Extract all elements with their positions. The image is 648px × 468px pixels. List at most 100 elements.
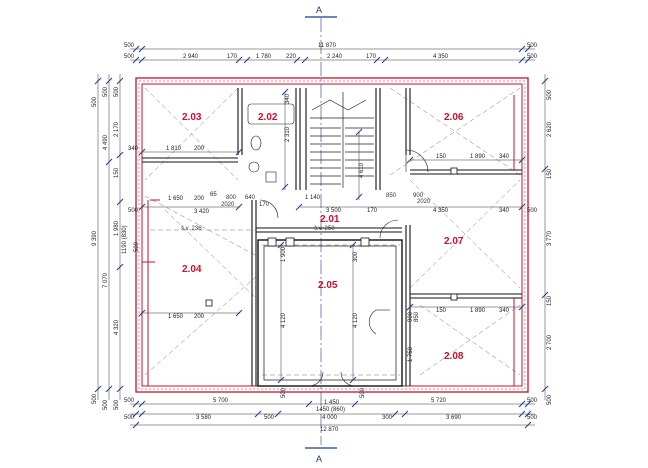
dim-in-1890a: 1 890 <box>470 154 486 160</box>
dimension-lines <box>97 48 546 426</box>
partitions-red <box>142 95 515 386</box>
dim-left2-a: 500 <box>103 86 109 97</box>
roof-outline <box>144 87 521 376</box>
bathroom-fixtures <box>247 103 295 183</box>
dim-in-1140: 1 140 <box>305 195 321 201</box>
note-850: 850 <box>386 193 397 199</box>
room-notes: š.v. 236 š.v. 250 2020 2020 800 640 850 … <box>181 193 431 232</box>
room-label-207: 2.07 <box>444 236 464 247</box>
dim-left3-e: 4 320 <box>114 319 120 335</box>
dim-bot3-total: 12 870 <box>320 427 339 433</box>
dim-in-4120b: 4 120 <box>353 312 359 328</box>
dim-top2-b: 2 940 <box>183 54 199 60</box>
room-label-204: 2.04 <box>182 264 202 275</box>
dim-in-340v: 340 <box>285 93 291 104</box>
note-800: 800 <box>226 195 237 201</box>
dim-top2-a: 500 <box>124 54 135 60</box>
dimensions-right: 500 2 620 150 3 770 150 2 700 500 <box>547 89 553 405</box>
dim-top1-a: 500 <box>124 43 135 49</box>
note-sv-236: š.v. 236 <box>181 226 202 232</box>
dim-in-500d: 500 <box>360 387 366 398</box>
dim-in-150b: 150 <box>436 308 447 314</box>
dim-in-170a: 170 <box>259 202 270 208</box>
dim-in-200a: 200 <box>194 146 205 152</box>
dim-bot2-e: 300 <box>382 415 393 421</box>
dim-top2-d: 1 780 <box>256 54 272 60</box>
dim-bot1-c2: 1450 (860) <box>316 407 345 413</box>
dim-in-340c: 340 <box>499 154 510 160</box>
dim-top1-total: 11 870 <box>318 43 337 49</box>
dim-right-c: 150 <box>547 168 553 179</box>
dim-left3-d2: 1190 (830) <box>122 225 128 254</box>
section-marker-bottom: A <box>316 454 322 464</box>
dim-in-1650a: 1 650 <box>168 196 184 202</box>
dim-bot1-d: 5 720 <box>431 398 447 404</box>
room-label-201: 2.01 <box>320 214 340 225</box>
dim-top2-h: 4 350 <box>433 54 449 60</box>
note-640: 640 <box>245 195 256 201</box>
dim-top1-b: 500 <box>527 43 538 49</box>
dim-bot2-b: 3 580 <box>196 415 212 421</box>
note-2020-b: 2020 <box>417 199 431 205</box>
dim-bot2-c: 500 <box>264 415 275 421</box>
dim-in-4120a: 4 120 <box>281 312 287 328</box>
dim-bot2-f: 3 690 <box>446 415 462 421</box>
columns <box>205 167 458 307</box>
dim-left3-d: 1 980 <box>114 220 120 236</box>
dim-right-g: 500 <box>547 394 553 405</box>
dim-in-900: 900 <box>408 311 414 322</box>
dim-in-200c: 200 <box>194 196 205 202</box>
dim-in-500a: 500 <box>128 208 139 214</box>
dim-in-340a: 340 <box>128 146 139 152</box>
dim-top2-e: 220 <box>286 54 297 60</box>
dim-in-1890b: 1 890 <box>470 308 486 314</box>
dimensions-top: 500 11 870 500 500 2 940 170 1 780 220 2… <box>124 43 538 60</box>
dim-left1-c: 500 <box>92 393 98 404</box>
dimensions-left: 500 9 390 500 500 4 490 7 070 500 500 2 … <box>92 86 128 410</box>
dim-in-500v: 500 <box>134 241 140 252</box>
note-sv-250: š.v. 250 <box>314 226 335 232</box>
dim-right-e: 150 <box>547 295 553 306</box>
dim-left3-f: 500 <box>114 399 120 410</box>
room-label-205: 2.05 <box>318 280 338 291</box>
dim-left2-b: 4 490 <box>103 134 109 150</box>
dim-in-2310: 2 310 <box>285 126 291 142</box>
note-2020-a: 2020 <box>221 202 235 208</box>
dim-left1-a: 500 <box>92 96 98 107</box>
dim-left1-b: 9 390 <box>92 230 98 246</box>
dim-top2-g: 170 <box>366 54 377 60</box>
dim-in-500c: 500 <box>281 387 287 398</box>
dim-left3-b: 2 170 <box>114 121 120 137</box>
dim-top2-c: 170 <box>227 54 238 60</box>
dim-in-1900: 1 900 <box>281 246 287 262</box>
dim-bot1-e: 500 <box>527 398 538 404</box>
dim-left2-c: 7 070 <box>103 272 109 288</box>
dim-in-3500: 3 500 <box>326 208 342 214</box>
room-label-208: 2.08 <box>444 351 464 362</box>
section-line: A A <box>305 5 337 464</box>
dim-in-1810: 1 810 <box>166 146 182 152</box>
dim-in-300: 300 <box>353 251 359 262</box>
dim-bot1-a: 500 <box>124 398 135 404</box>
room-label-202: 2.02 <box>258 112 278 123</box>
dim-right-a: 500 <box>547 89 553 100</box>
dim-in-1650b: 1 650 <box>168 314 184 320</box>
dim-left3-c: 150 <box>114 167 120 178</box>
dim-bot1-b: 5 700 <box>213 398 229 404</box>
interior-walls <box>142 88 522 387</box>
dim-bot2-g: 500 <box>527 415 538 421</box>
dimension-ticks <box>94 45 549 429</box>
dim-bot1-c: 1 450 <box>324 400 340 406</box>
dim-in-340b: 340 <box>499 208 510 214</box>
staircase <box>310 92 374 188</box>
dim-bot2-a: 500 <box>124 415 135 421</box>
dim-bot2-d: 4 000 <box>322 415 338 421</box>
dim-right-d: 3 770 <box>547 230 553 246</box>
room-labels: 2.03 2.02 2.06 2.01 2.07 2.04 2.05 2.08 <box>182 112 464 362</box>
outer-wall <box>135 77 529 393</box>
doors <box>259 149 429 387</box>
dim-in-3420: 3 420 <box>194 209 210 215</box>
dim-left2-d: 500 <box>103 399 109 410</box>
dim-right-f: 2 700 <box>547 334 553 350</box>
